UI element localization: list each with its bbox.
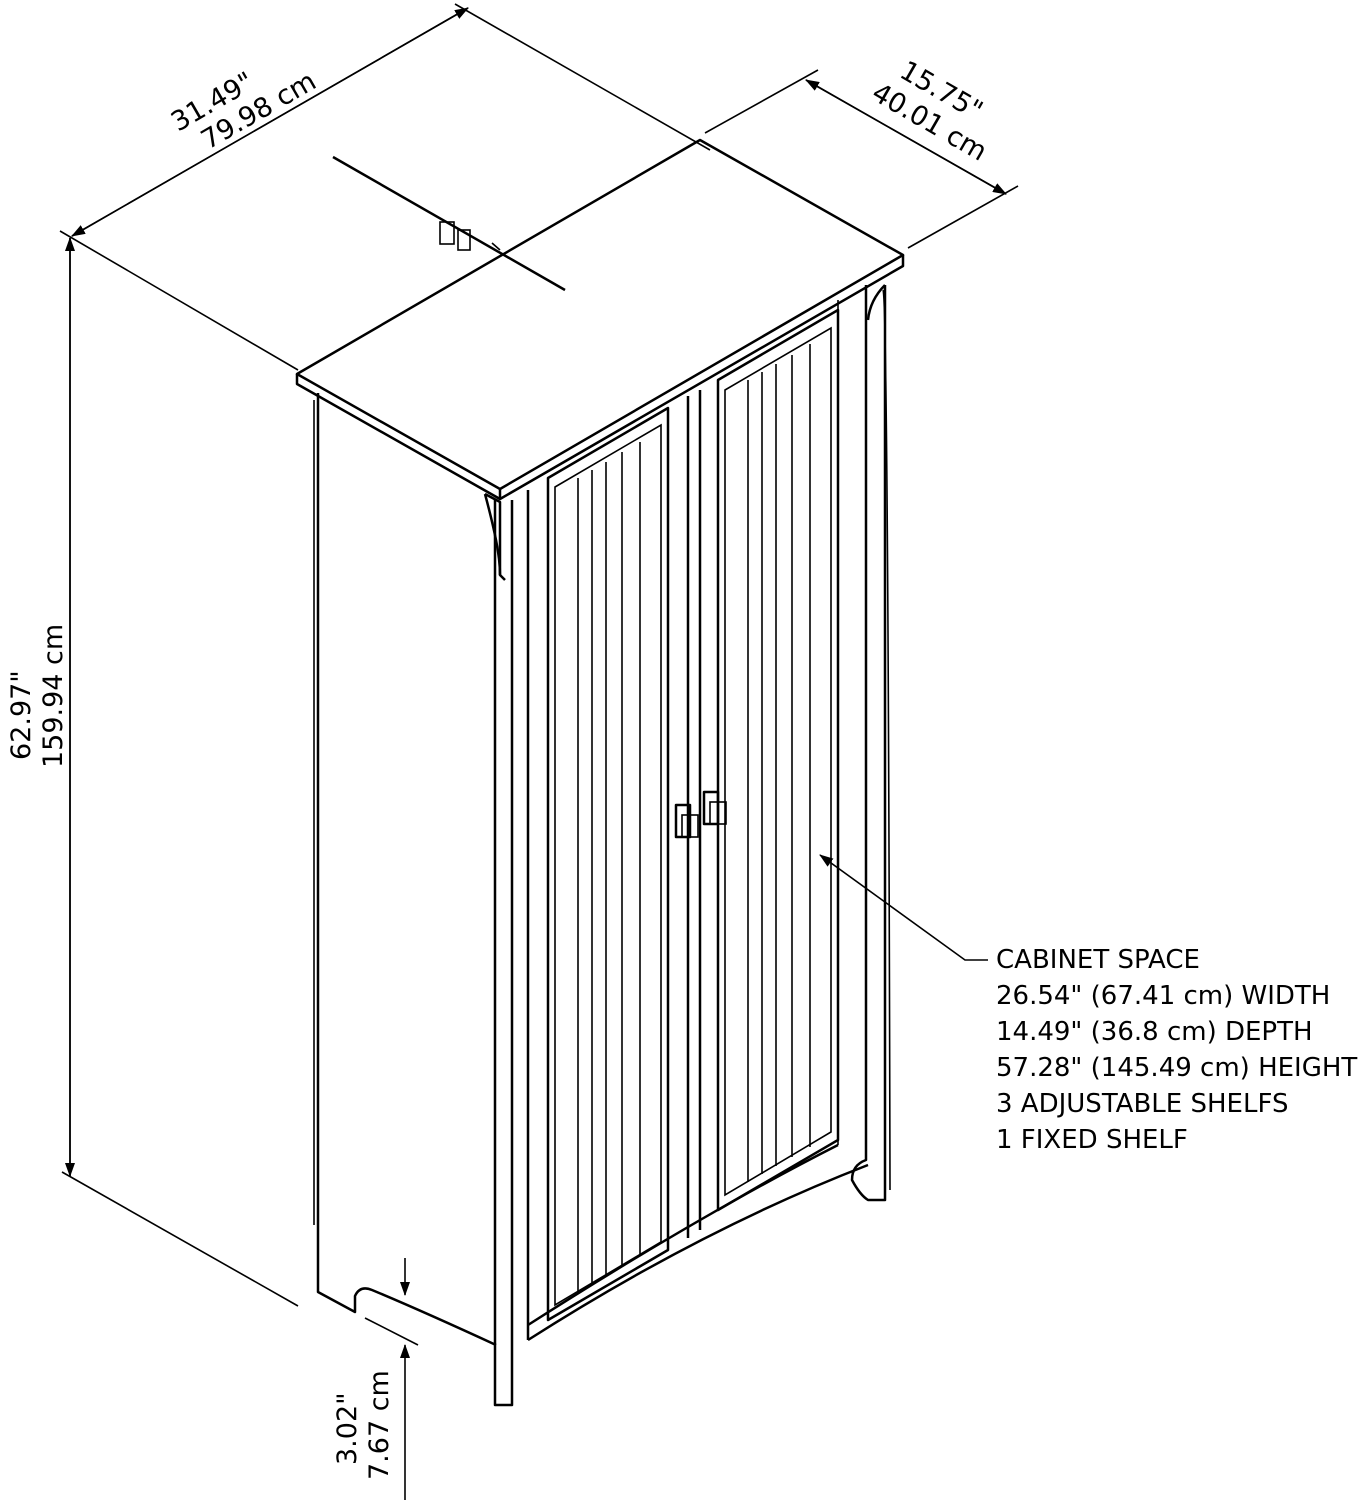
height-cm: 159.94 cm	[38, 624, 69, 768]
cabinet-space-title: CABINET SPACE	[996, 945, 1200, 975]
cabinet-space-leader	[819, 854, 988, 961]
spec-line: 3 ADJUSTABLE SHELFS	[996, 1089, 1289, 1119]
door-handles-icon	[674, 790, 727, 839]
top-hardware	[332, 155, 566, 292]
cabinet-side	[313, 393, 506, 1347]
spec-line: 1 FIXED SHELF	[996, 1125, 1188, 1155]
height-in: 62.97"	[6, 670, 37, 760]
left-door	[546, 406, 670, 1322]
spec-line: 14.49" (36.8 cm) DEPTH	[996, 1017, 1313, 1047]
depth-dimension: 15.75" 40.01 cm	[704, 55, 1019, 249]
foot-in: 3.02"	[332, 1392, 363, 1465]
spec-line: 57.28" (145.49 cm) HEIGHT	[996, 1053, 1358, 1083]
right-door	[716, 308, 840, 1212]
cabinet-top	[295, 138, 905, 501]
foot-clearance-dimension: 3.02" 7.67 cm	[332, 1258, 419, 1500]
spec-line: 26.54" (67.41 cm) WIDTH	[996, 981, 1331, 1011]
cabinet-space-callout: CABINET SPACE 26.54" (67.41 cm) WIDTH 14…	[996, 942, 1357, 1158]
height-dimension: 62.97" 159.94 cm	[6, 237, 299, 1307]
foot-cm: 7.67 cm	[364, 1370, 395, 1480]
